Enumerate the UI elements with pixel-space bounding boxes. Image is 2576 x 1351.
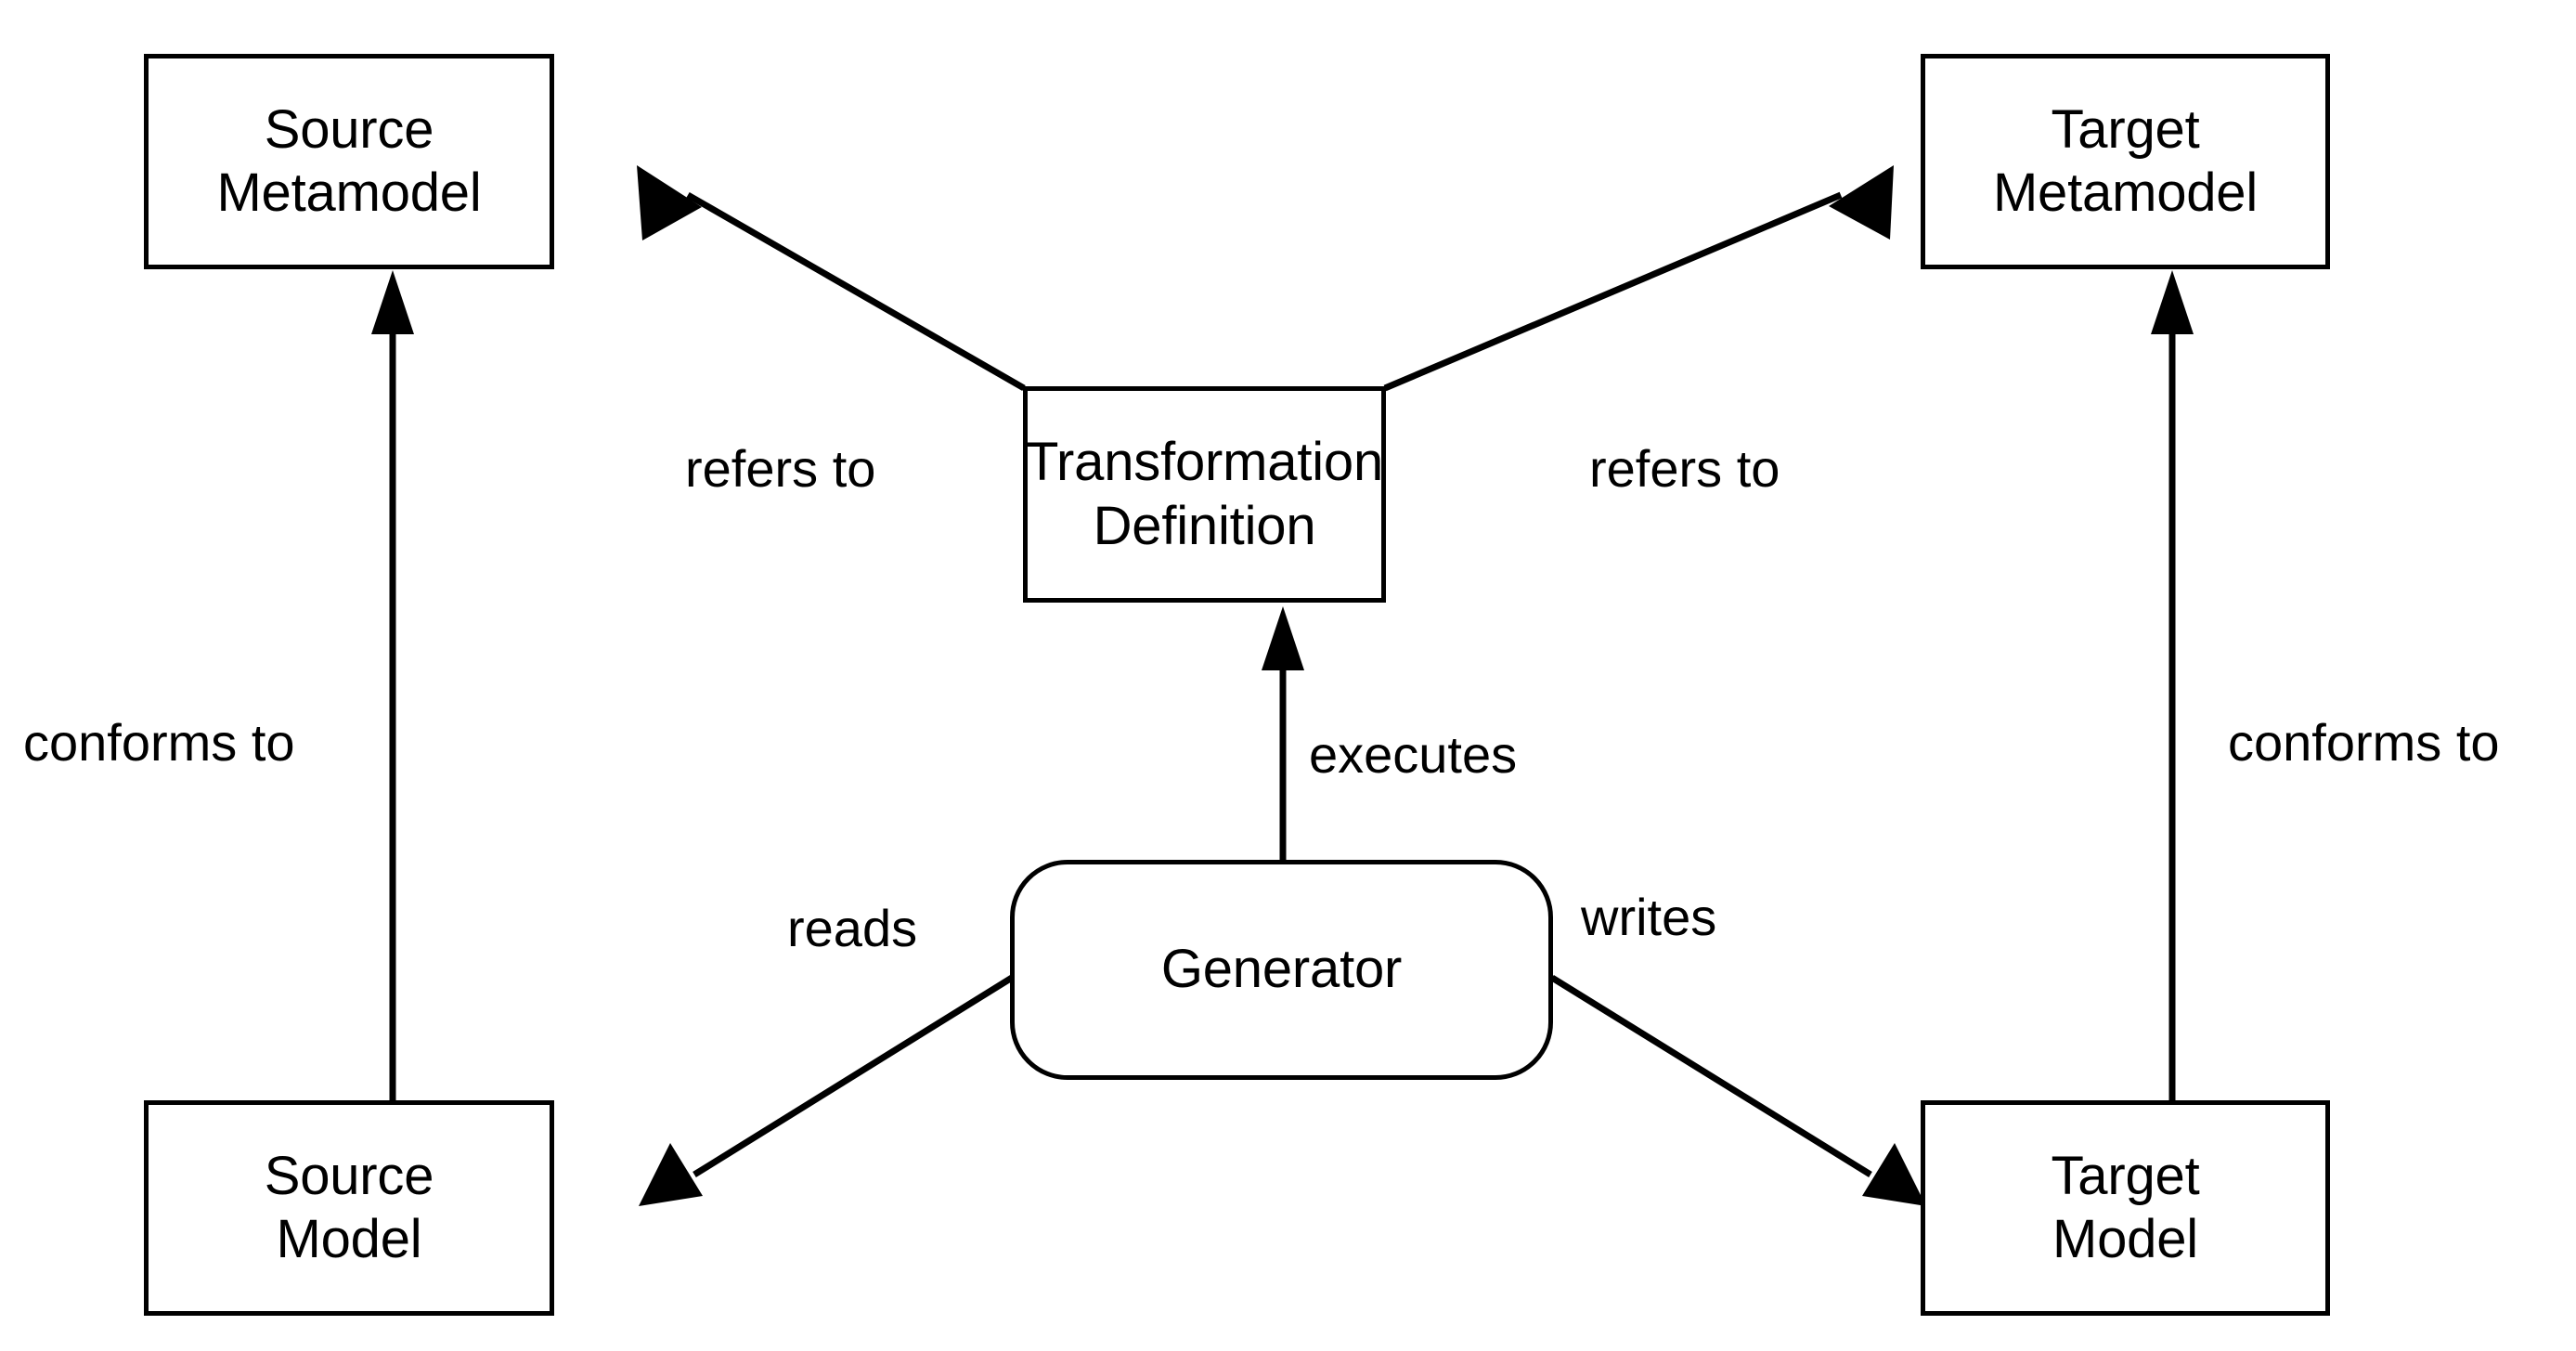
edge-label-writes: writes [1581, 888, 1717, 946]
edge-label-executes: executes [1309, 725, 1518, 784]
node-target-model[interactable]: Target Model [1921, 1100, 2330, 1316]
edge-reads [639, 975, 1014, 1206]
edge-writes [1550, 975, 1926, 1206]
edge-label-reads: reads [787, 899, 918, 957]
edge-label-conforms-to-target: conforms to [2228, 713, 2500, 772]
node-source-model-label: Source Model [264, 1145, 434, 1269]
node-transformation-definition[interactable]: Transformation Definition [1023, 386, 1386, 603]
node-source-metamodel-label: Source Metamodel [216, 98, 482, 223]
edge-executes [1262, 606, 1304, 862]
edge-label-refers-to-target: refers to [1589, 439, 1780, 498]
edge-refers-to-source [637, 165, 1026, 392]
edge-conforms-to-target [2151, 270, 2194, 1100]
edge-label-refers-to-source: refers to [685, 439, 876, 498]
node-generator-label: Generator [1160, 939, 1403, 1000]
edge-label-conforms-to-source: conforms to [23, 713, 295, 772]
node-target-metamodel[interactable]: Target Metamodel [1921, 54, 2330, 269]
node-source-metamodel[interactable]: Source Metamodel [144, 54, 554, 269]
edge-conforms-to-source [371, 270, 414, 1100]
node-source-model[interactable]: Source Model [144, 1100, 554, 1316]
node-generator[interactable]: Generator [1010, 860, 1553, 1080]
edge-refers-to-target [1383, 165, 1894, 392]
node-transformation-definition-label: Transformation Definition [1025, 432, 1384, 556]
node-target-metamodel-label: Target Metamodel [1992, 98, 2259, 223]
node-target-model-label: Target Model [2051, 1145, 2200, 1269]
